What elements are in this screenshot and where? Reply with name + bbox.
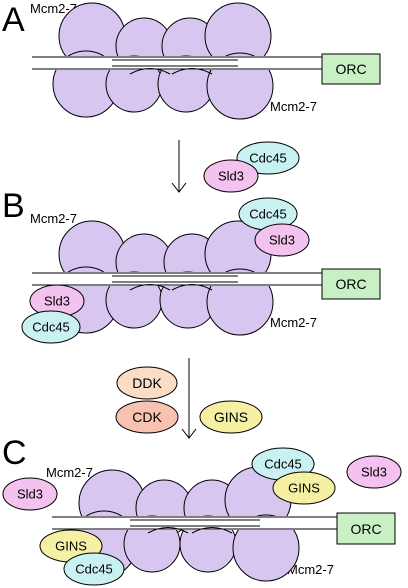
panel-c: C Mcm2-7 Mcm2-7 Sld3 Sld3 (2, 434, 402, 586)
orc-box-a: ORC (321, 53, 381, 85)
orc-label-a: ORC (335, 61, 366, 77)
free-sld3-left: Sld3 (2, 477, 58, 511)
mcm-bottom-label-b: Mcm2-7 (270, 315, 317, 330)
mcm-top-label-a: Mcm2-7 (30, 1, 77, 16)
step-1: Cdc45 Sld3 (171, 140, 300, 193)
orc-label-b: ORC (335, 276, 366, 292)
b-bottom-cdc45: Cdc45 (21, 310, 81, 344)
panel-b: B Mcm2-7 Mcm2-7 ORC (2, 187, 381, 344)
panel-letter-c: C (2, 434, 27, 472)
b-top-cdc45-label: Cdc45 (249, 207, 287, 222)
dna-c (52, 516, 342, 534)
ddk-label: DDK (132, 375, 162, 391)
ddk-oval: DDK (116, 366, 178, 400)
b-bottom-sld3: Sld3 (29, 284, 85, 318)
step-1-cdc45-label: Cdc45 (249, 151, 287, 166)
b-bottom-cdc45-label: Cdc45 (32, 320, 70, 335)
gins-oval-step2: GINS (199, 400, 263, 434)
c-bottom-gins-label: GINS (55, 539, 87, 554)
step-2: DDK CDK GINS (115, 358, 263, 439)
c-bottom-gins: GINS (39, 529, 103, 563)
free-sld3-right-label: Sld3 (361, 465, 387, 480)
mcm-top-label-c: Mcm2-7 (46, 465, 93, 480)
cdk-oval: CDK (115, 400, 179, 434)
c-top-cdc45-label: Cdc45 (264, 457, 302, 472)
mcm-top-label-b: Mcm2-7 (30, 211, 77, 226)
dna-b (32, 272, 322, 291)
b-top-sld3: Sld3 (254, 223, 310, 257)
orc-box-b: ORC (321, 268, 381, 300)
panel-letter-a: A (2, 1, 25, 39)
free-sld3-left-label: Sld3 (17, 487, 43, 502)
step-1-arrow-head (171, 182, 187, 193)
panel-a: A Mcm2-7 Mcm2-7 ORC (2, 1, 381, 120)
c-top-gins-label: GINS (288, 481, 320, 496)
c-bottom-cdc45: Cdc45 (63, 552, 125, 586)
step-1-sld3: Sld3 (203, 159, 259, 193)
b-top-sld3-label: Sld3 (269, 233, 295, 248)
orc-box-c: ORC (336, 512, 396, 545)
b-bottom-sld3-label: Sld3 (44, 294, 70, 309)
c-bottom-cdc45-label: Cdc45 (75, 562, 113, 577)
cdk-label: CDK (132, 409, 162, 425)
step-2-arrow-head (181, 428, 197, 439)
mcm-bottom-label-a: Mcm2-7 (270, 99, 317, 114)
free-sld3-right: Sld3 (346, 455, 402, 489)
step-1-sld3-label: Sld3 (218, 169, 244, 184)
gins-label-step2: GINS (214, 409, 248, 425)
panel-letter-b: B (2, 187, 25, 225)
c-top-gins: GINS (272, 471, 336, 505)
b-top-cdc45: Cdc45 (238, 197, 298, 231)
dna-a (32, 56, 322, 75)
mcm-bottom-label-c: Mcm2-7 (287, 562, 334, 577)
orc-label-c: ORC (350, 521, 381, 537)
